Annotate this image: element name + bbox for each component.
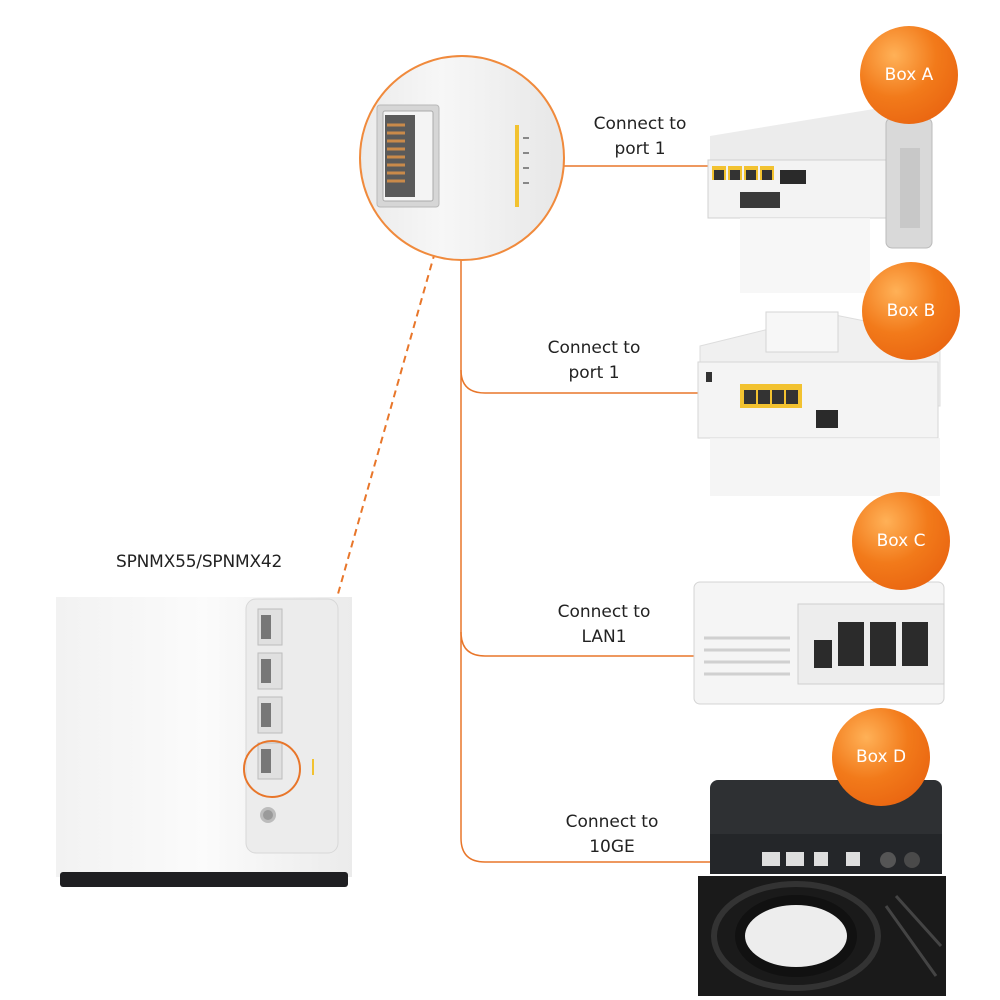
box-c-instruction: Connect to LAN1 xyxy=(546,600,662,650)
box-c-device-image xyxy=(693,581,945,705)
box-c-instruction-line2: LAN1 xyxy=(581,627,627,647)
box-b-instruction-line2: port 1 xyxy=(568,363,620,383)
box-a-badge: Box A xyxy=(860,26,958,124)
model-label: SPNMX55/SPNMX42 xyxy=(116,552,283,572)
box-b-instruction-line1: Connect to xyxy=(547,338,641,358)
box-a-instruction-line2: port 1 xyxy=(614,139,666,159)
box-b-device-image xyxy=(697,311,941,496)
box-d-device-image xyxy=(698,780,946,996)
box-a-instruction-line1: Connect to xyxy=(593,114,687,134)
trunk-line xyxy=(460,257,486,863)
box-c-badge: Box C xyxy=(852,492,950,590)
router-image xyxy=(56,597,352,887)
box-d-instruction-line2: 10GE xyxy=(589,837,635,857)
box-d-instruction: Connect to 10GE xyxy=(554,810,670,860)
magnified-port-illustration xyxy=(376,104,529,208)
box-b-instruction: Connect to port 1 xyxy=(536,336,652,386)
line-box-c xyxy=(460,631,840,657)
box-a-device-image xyxy=(707,108,933,293)
box-c-instruction-line1: Connect to xyxy=(557,602,651,622)
box-d-instruction-line1: Connect to xyxy=(565,812,659,832)
box-d-badge: Box D xyxy=(832,708,930,806)
box-b-badge: Box B xyxy=(862,262,960,360)
magnified-port-view xyxy=(359,55,565,261)
line-box-b xyxy=(460,369,745,394)
box-a-instruction: Connect to port 1 xyxy=(582,112,698,162)
